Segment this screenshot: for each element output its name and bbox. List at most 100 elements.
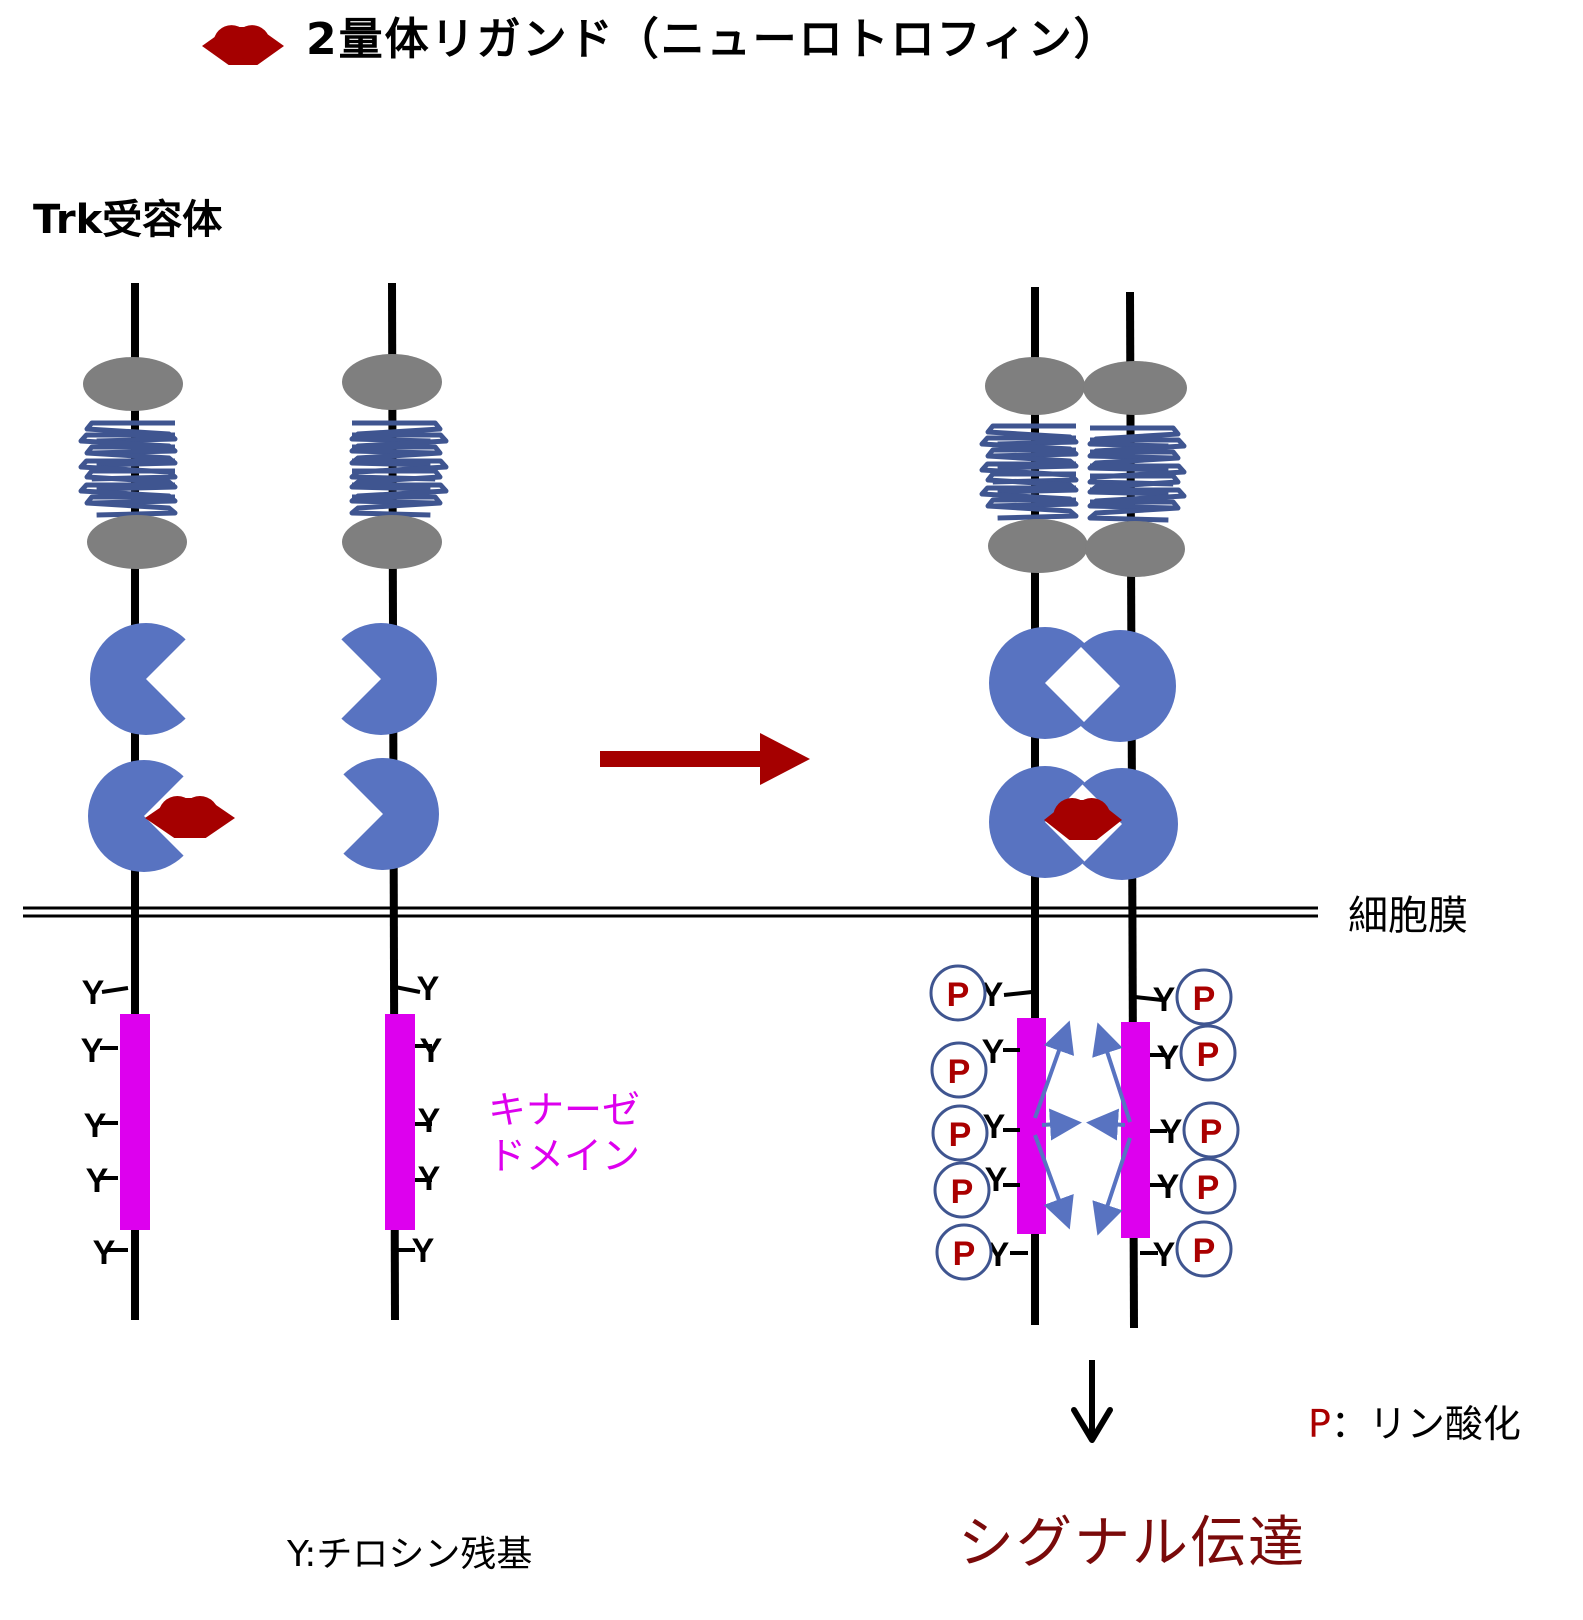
receptor-1-tyrosine-2: Y bbox=[81, 1032, 104, 1070]
receptor-2-cys-domain-2 bbox=[343, 758, 439, 871]
receptor-2-ig-domain-top bbox=[342, 354, 442, 410]
phosphate-circle-icon bbox=[931, 1104, 989, 1162]
receptor-3-tyrosine-5: Y bbox=[987, 1236, 1010, 1274]
receptor-3-lrr-domain bbox=[979, 423, 1079, 521]
phosphorylation-legend-symbol: P bbox=[1308, 1402, 1331, 1446]
receptor-1-kinase-domain bbox=[120, 1014, 150, 1230]
receptor-2-tyrosine-link-1 bbox=[394, 985, 421, 994]
receptor-4-lrr-domain-coil bbox=[1087, 425, 1181, 449]
dimer-ligand-icon-lobe-right bbox=[233, 25, 271, 62]
phosphate-circle-icon bbox=[1179, 1157, 1237, 1215]
receptor-4-kinase-domain bbox=[1121, 1022, 1150, 1238]
receptor-2-lrr-domain bbox=[349, 420, 449, 518]
receptor-4-phosphate-1: P bbox=[1193, 980, 1216, 1018]
receptor-3-lrr-domain-coil bbox=[979, 485, 1079, 509]
receptor-3-ig-domain-top bbox=[985, 357, 1085, 415]
receptor-1-lrr-domain-coil bbox=[84, 494, 178, 518]
phosphorylation-legend-text: ：リン酸化 bbox=[1330, 1402, 1521, 1446]
receptor-4-tyrosine-2: Y bbox=[1157, 1039, 1180, 1077]
ligand-legend-title: 2量体リガンド（ニューロトロフィン） bbox=[306, 14, 1120, 65]
receptor-1-lrr-domain-coil bbox=[84, 420, 178, 444]
receptor-4-cys-domain-2 bbox=[1082, 768, 1178, 880]
receptor-4-tyrosine-1: Y bbox=[1153, 981, 1176, 1019]
receptor-1-ig-domain-bottom bbox=[87, 515, 187, 569]
receptor-3-tyrosine-3: Y bbox=[983, 1108, 1006, 1146]
receptor-4-lrr-domain bbox=[1087, 425, 1187, 523]
phosphate-circle-icon bbox=[1175, 1220, 1233, 1278]
receptor-4-lrr-domain-coil bbox=[1087, 487, 1187, 511]
phosphate-circle-icon bbox=[930, 1041, 988, 1099]
phosphate-circle-icon bbox=[1179, 1024, 1237, 1082]
receptor-3-tyrosine-2: Y bbox=[982, 1033, 1005, 1071]
receptor-4-ig-domain-bottom bbox=[1085, 521, 1185, 577]
receptor-1-tyrosine-link-1 bbox=[101, 986, 129, 994]
receptor-1-ig-domain-top bbox=[83, 357, 183, 411]
receptor-4-lrr-domain-coil bbox=[1087, 499, 1181, 523]
receptor-3-phosphate-2: P bbox=[948, 1053, 971, 1091]
receptor-3-phosphate-1: P bbox=[947, 976, 970, 1014]
receptor-2-lrr-domain-coil bbox=[349, 482, 449, 506]
receptor-1-cys-domain-2 bbox=[87, 760, 184, 873]
receptor-2-kinase-domain bbox=[385, 1014, 415, 1230]
phosphate-circle-icon bbox=[929, 964, 987, 1022]
receptor-3-cys-domain-2 bbox=[989, 765, 1085, 878]
receptor-3-cys-domain-1 bbox=[989, 627, 1085, 740]
dimer-bound-ligand-lobe-right bbox=[1072, 798, 1111, 836]
receptor-4-ig-domain-top bbox=[1083, 361, 1187, 415]
receptor-1-bound-ligand-lobe-right bbox=[180, 796, 219, 834]
phosphate-circle-icon bbox=[1175, 968, 1233, 1026]
trans-phosphorylation-arrow-1 bbox=[1033, 1020, 1075, 1119]
receptor-1-bound-ligand bbox=[145, 796, 235, 838]
receptor-4-phosphate-3: P bbox=[1200, 1113, 1223, 1151]
transition-arrow-shaft bbox=[600, 751, 762, 767]
kinase-domain-label-line1: キナーゼ bbox=[488, 1088, 641, 1132]
signal-transduction-label: シグナル伝達 bbox=[958, 1511, 1306, 1576]
receptor-2-tyrosine-3: Y bbox=[418, 1102, 441, 1140]
receptor-3-phosphate-5: P bbox=[953, 1235, 976, 1273]
receptor-4-phosphate-5: P bbox=[1193, 1232, 1216, 1270]
receptor-1-tyrosine-3: Y bbox=[84, 1107, 107, 1145]
receptor-4-tyrosine-3: Y bbox=[1160, 1113, 1183, 1151]
receptor-3-lrr-domain-coil bbox=[985, 497, 1079, 521]
receptor-2-tyrosine-2: Y bbox=[420, 1032, 443, 1070]
receptor-3-tyrosine-1: Y bbox=[981, 976, 1004, 1014]
receptor-3-tyrosine-link-1 bbox=[1003, 990, 1033, 997]
phosphate-circle-icon bbox=[1182, 1101, 1240, 1159]
receptor-1-cys-domain-1 bbox=[89, 622, 186, 735]
receptor-2-ig-domain-bottom bbox=[342, 515, 442, 569]
receptor-1-tyrosine-1: Y bbox=[82, 974, 105, 1012]
receptor-4-tyrosine-link-1 bbox=[1134, 995, 1163, 1002]
receptor-1-tyrosine-5: Y bbox=[93, 1234, 116, 1272]
receptor-4-tyrosine-5: Y bbox=[1153, 1236, 1176, 1274]
receptor-3-kinase-domain bbox=[1017, 1018, 1046, 1234]
phosphate-circle-icon bbox=[933, 1161, 991, 1219]
phosphorylation-legend: P：リン酸化 bbox=[1308, 1405, 1521, 1443]
signal-arrow-head bbox=[1071, 1407, 1113, 1443]
kinase-domain-label-line2: ドメイン bbox=[488, 1133, 641, 1178]
trans-phosphorylation-arrow-5 bbox=[1086, 1108, 1126, 1141]
receptor-3-ig-domain-bottom bbox=[988, 519, 1088, 573]
receptor-2-cys-domain-1 bbox=[341, 622, 438, 735]
phosphate-circle-icon bbox=[935, 1223, 993, 1281]
receptor-1-lrr-domain-coil bbox=[78, 432, 178, 456]
receptor-2-tyrosine-1: Y bbox=[417, 970, 440, 1008]
trans-phosphorylation-arrow-3 bbox=[1033, 1134, 1074, 1230]
receptor-label: Trk受容体 bbox=[33, 197, 223, 243]
receptor-4-tyrosine-4: Y bbox=[1157, 1168, 1180, 1206]
receptor-3-lrr-domain-coil bbox=[979, 435, 1079, 459]
receptor-4-cys-domain-1 bbox=[1080, 629, 1176, 742]
receptor-4-phosphate-2: P bbox=[1197, 1036, 1220, 1074]
receptor-3-phosphate-3: P bbox=[949, 1116, 972, 1154]
receptor-2-tyrosine-5: Y bbox=[412, 1232, 435, 1270]
trans-phosphorylation-arrow-2 bbox=[1041, 1108, 1082, 1141]
membrane-label: 細胞膜 bbox=[1348, 893, 1468, 939]
receptor-2-lrr-domain-coil bbox=[349, 494, 443, 518]
receptor-3-lrr-domain-coil bbox=[985, 423, 1079, 447]
receptor-1-tyrosine-4: Y bbox=[86, 1162, 109, 1200]
transition-arrow-head bbox=[760, 733, 810, 785]
dimer-ligand-icon bbox=[202, 25, 284, 65]
receptor-1-lrr-domain bbox=[78, 420, 178, 518]
dimer-bound-ligand bbox=[1044, 798, 1122, 840]
receptor-1-lrr-domain-coil bbox=[78, 482, 178, 506]
